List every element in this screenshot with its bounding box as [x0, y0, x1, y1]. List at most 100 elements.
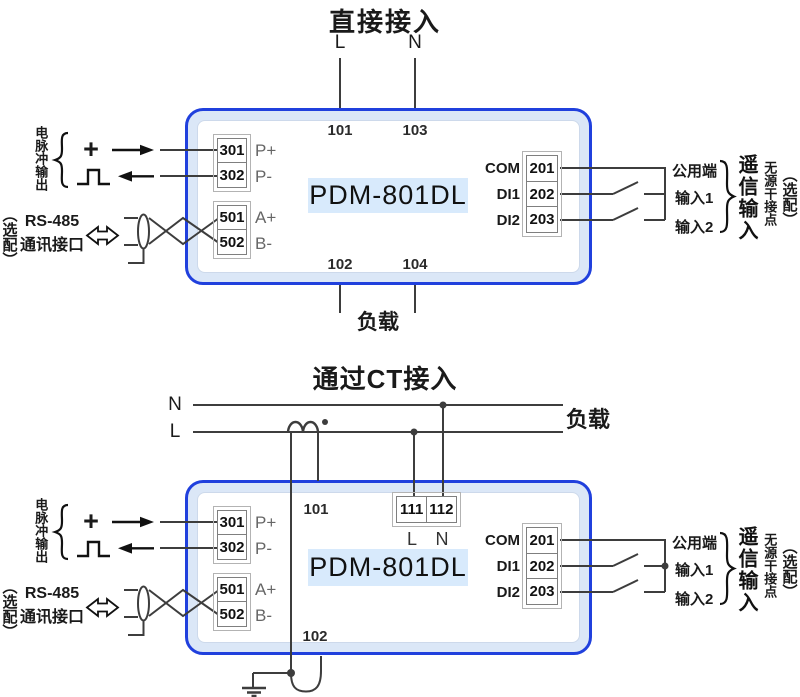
top-pulse-group-label: 电脉冲输出	[33, 126, 49, 191]
bottom-cable-shield-icon	[137, 585, 150, 622]
bottom-terminal-111: 111	[396, 496, 428, 523]
top-terminal-102-label: 102	[327, 256, 353, 273]
top-pulse-waveform-icon	[77, 168, 110, 186]
bottom-l-label: L	[169, 421, 181, 442]
ground-icon	[242, 686, 266, 697]
bottom-rs485-terminal-strip: 501 502	[213, 573, 251, 631]
top-n-label: N	[408, 32, 422, 53]
bottom-n-junction-dot	[439, 401, 447, 409]
bottom-right-brace-icon	[719, 531, 737, 606]
top-terminal-201: 201	[526, 155, 558, 182]
top-pulse-terminal-strip: 301 302	[213, 134, 251, 192]
top-di1-label: DI1	[496, 186, 520, 203]
bottom-a-plus-label: A+	[255, 580, 277, 599]
bottom-arrow-left-icon	[118, 543, 132, 554]
bottom-load-label: 负载	[566, 407, 611, 432]
top-terminal-203: 203	[526, 206, 558, 233]
bottom-di1-label: DI1	[496, 558, 520, 575]
top-plus-sign: +	[83, 133, 99, 164]
top-terminal-202: 202	[526, 180, 558, 208]
bottom-input1-label: 输入1	[675, 562, 714, 579]
bottom-terminal-n-label: N	[435, 528, 449, 549]
bottom-di-terminal-strip: 201 202 203	[522, 523, 562, 609]
bottom-rs485-stub-wires	[124, 589, 138, 618]
top-dry-contact-label: 无源干接点	[762, 161, 778, 226]
ct-coil-icon	[286, 420, 320, 434]
ground-lead-wire	[252, 672, 291, 688]
bottom-arrow-right-icon	[140, 516, 154, 528]
top-rs485-stub-wires	[124, 217, 138, 246]
bottom-voltage-terminal-strip: 111 112	[392, 492, 461, 527]
top-arrow-right-icon	[140, 144, 154, 156]
top-common-label: 公用端	[672, 163, 718, 180]
bottom-b-minus-label: B-	[255, 606, 272, 625]
top-p-minus-label: P-	[255, 167, 272, 186]
bottom-double-arrow-icon	[85, 597, 120, 618]
top-device-box	[185, 108, 592, 285]
bottom-pulse-group-label: 电脉冲输出	[33, 498, 49, 563]
bottom-p-minus-label: P-	[255, 539, 272, 558]
bottom-n-label: N	[168, 394, 182, 415]
bottom-input2-label: 输入2	[675, 591, 714, 608]
top-title: 直接接入	[328, 7, 441, 37]
bottom-rs485-name: RS-485	[24, 585, 80, 602]
top-di2-switch-icon	[612, 207, 639, 221]
top-cable-shield-icon	[137, 213, 150, 250]
top-di-optional-label: （选配）	[780, 167, 798, 227]
top-terminal-103-label: 103	[402, 122, 428, 139]
top-l-label: L	[334, 32, 346, 53]
top-terminal-302: 302	[217, 162, 247, 188]
bottom-terminal-301: 301	[217, 510, 247, 536]
bottom-di1-bus-dot	[661, 562, 669, 570]
ct-polarity-dot	[322, 419, 328, 425]
top-right-brace-icon	[719, 159, 737, 234]
bottom-shield-drain-wire	[128, 620, 145, 636]
top-di2-label: DI2	[496, 212, 520, 229]
bottom-remote-signal-group-label: 遥信输入	[735, 526, 757, 614]
bottom-terminal-502: 502	[217, 601, 247, 627]
bottom-di1-switch-icon	[612, 553, 639, 567]
bottom-terminal-102-label: 102	[302, 628, 328, 645]
bottom-terminal-203: 203	[526, 578, 558, 605]
bottom-di2-switch-icon	[612, 579, 639, 593]
top-rs485-port-label: 通讯接口	[19, 237, 84, 254]
bottom-plus-sign: +	[83, 505, 99, 536]
top-shield-drain-wire	[128, 248, 145, 264]
bottom-pulse-waveform-icon	[77, 540, 110, 558]
top-left-brace-icon	[51, 131, 69, 189]
top-double-arrow-icon	[85, 225, 120, 246]
top-di1-switch-icon	[612, 181, 639, 195]
bottom-terminal-l-label: L	[406, 528, 417, 549]
bottom-terminal-302: 302	[217, 534, 247, 560]
bottom-rs485-port-label: 通讯接口	[19, 609, 84, 626]
top-terminal-502: 502	[217, 229, 247, 255]
top-a-plus-label: A+	[255, 208, 277, 227]
top-terminal-501: 501	[217, 205, 247, 231]
top-input1-label: 输入1	[675, 190, 714, 207]
top-arrow-left-icon	[118, 171, 132, 182]
bottom-p-plus-label: P+	[255, 513, 277, 532]
bottom-terminal-501: 501	[217, 577, 247, 603]
ct-return-u-wire	[290, 656, 322, 693]
bottom-device-name: PDM-801DL	[308, 549, 468, 586]
top-rs485-terminal-strip: 501 502	[213, 201, 251, 259]
top-terminal-301: 301	[217, 138, 247, 164]
top-terminal-101-label: 101	[327, 122, 353, 139]
bottom-title: 通过CT接入	[312, 364, 458, 394]
bottom-rs485-optional-label: （选配）	[0, 579, 18, 639]
bottom-terminal-201: 201	[526, 527, 558, 554]
bottom-terminal-112: 112	[425, 496, 457, 523]
top-di-terminal-strip: 201 202 203	[522, 151, 562, 237]
top-device-name: PDM-801DL	[308, 178, 468, 213]
top-terminal-104-label: 104	[402, 256, 428, 273]
top-input2-label: 输入2	[675, 219, 714, 236]
bottom-left-brace-icon	[51, 503, 69, 561]
bottom-l-junction-dot	[410, 428, 418, 436]
bottom-pulse-terminal-strip: 301 302	[213, 506, 251, 564]
bottom-terminal-202: 202	[526, 552, 558, 580]
ground-junction-dot	[287, 669, 295, 677]
top-load-label: 负载	[357, 311, 399, 334]
top-rs485-name: RS-485	[24, 213, 80, 230]
bottom-terminal-101-label: 101	[303, 501, 329, 518]
